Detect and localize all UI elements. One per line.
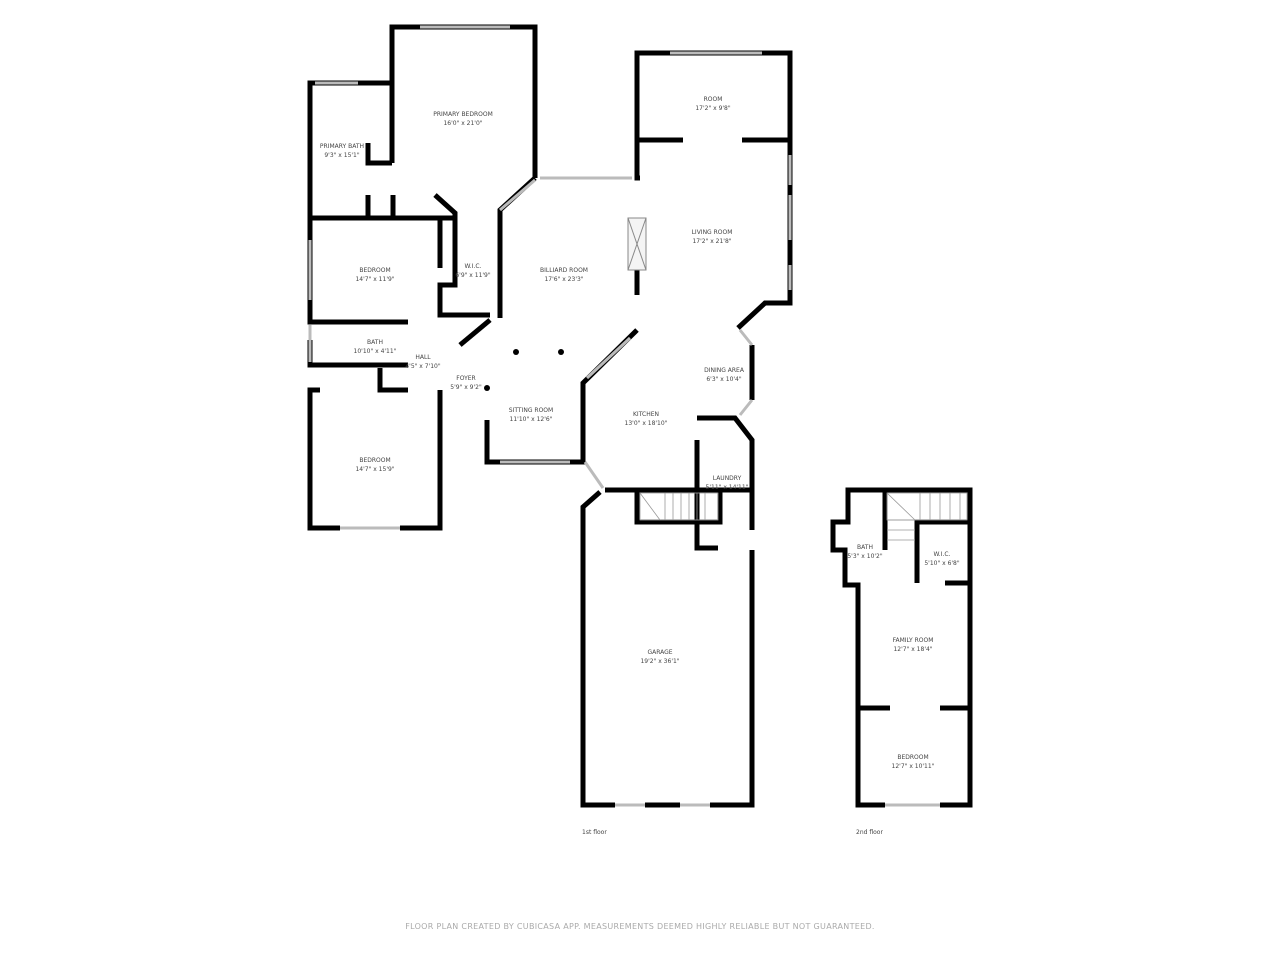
floor-label-2nd: 2nd floor — [856, 829, 883, 836]
stairs-2nd-floor — [886, 492, 968, 521]
wall — [307, 80, 392, 218]
wall — [400, 390, 443, 531]
wall — [458, 318, 492, 347]
window — [738, 329, 754, 346]
wall — [433, 193, 490, 318]
wall — [365, 143, 392, 166]
wall — [830, 487, 885, 808]
wall — [580, 490, 615, 808]
stairs — [639, 492, 968, 541]
columns — [484, 349, 564, 391]
walls — [307, 24, 973, 808]
window — [585, 336, 632, 380]
wall — [634, 50, 793, 330]
windows — [308, 25, 940, 807]
wall — [377, 368, 408, 393]
wall — [634, 490, 723, 525]
column — [558, 349, 564, 355]
footer-disclaimer: FLOOR PLAN CREATED BY CUBICASA APP. MEAS… — [405, 922, 875, 931]
stairs-1st-floor — [639, 492, 719, 521]
fireplace — [627, 217, 647, 271]
room-label-wic-2: W.I.C.5'10" x 6'8" — [924, 551, 960, 567]
wall — [307, 387, 340, 531]
floor-label-1st: 1st floor — [582, 829, 607, 836]
wall — [694, 440, 718, 551]
column — [513, 349, 519, 355]
column — [484, 385, 490, 391]
wall — [853, 487, 973, 808]
wall — [710, 550, 755, 808]
wall — [389, 24, 538, 178]
wall — [697, 415, 755, 530]
window — [738, 399, 754, 416]
window — [583, 461, 605, 489]
wall — [914, 519, 970, 550]
window — [499, 178, 536, 212]
room-label-wic: W.I.C.6'9" x 11'9" — [455, 263, 491, 279]
wall — [497, 176, 537, 318]
